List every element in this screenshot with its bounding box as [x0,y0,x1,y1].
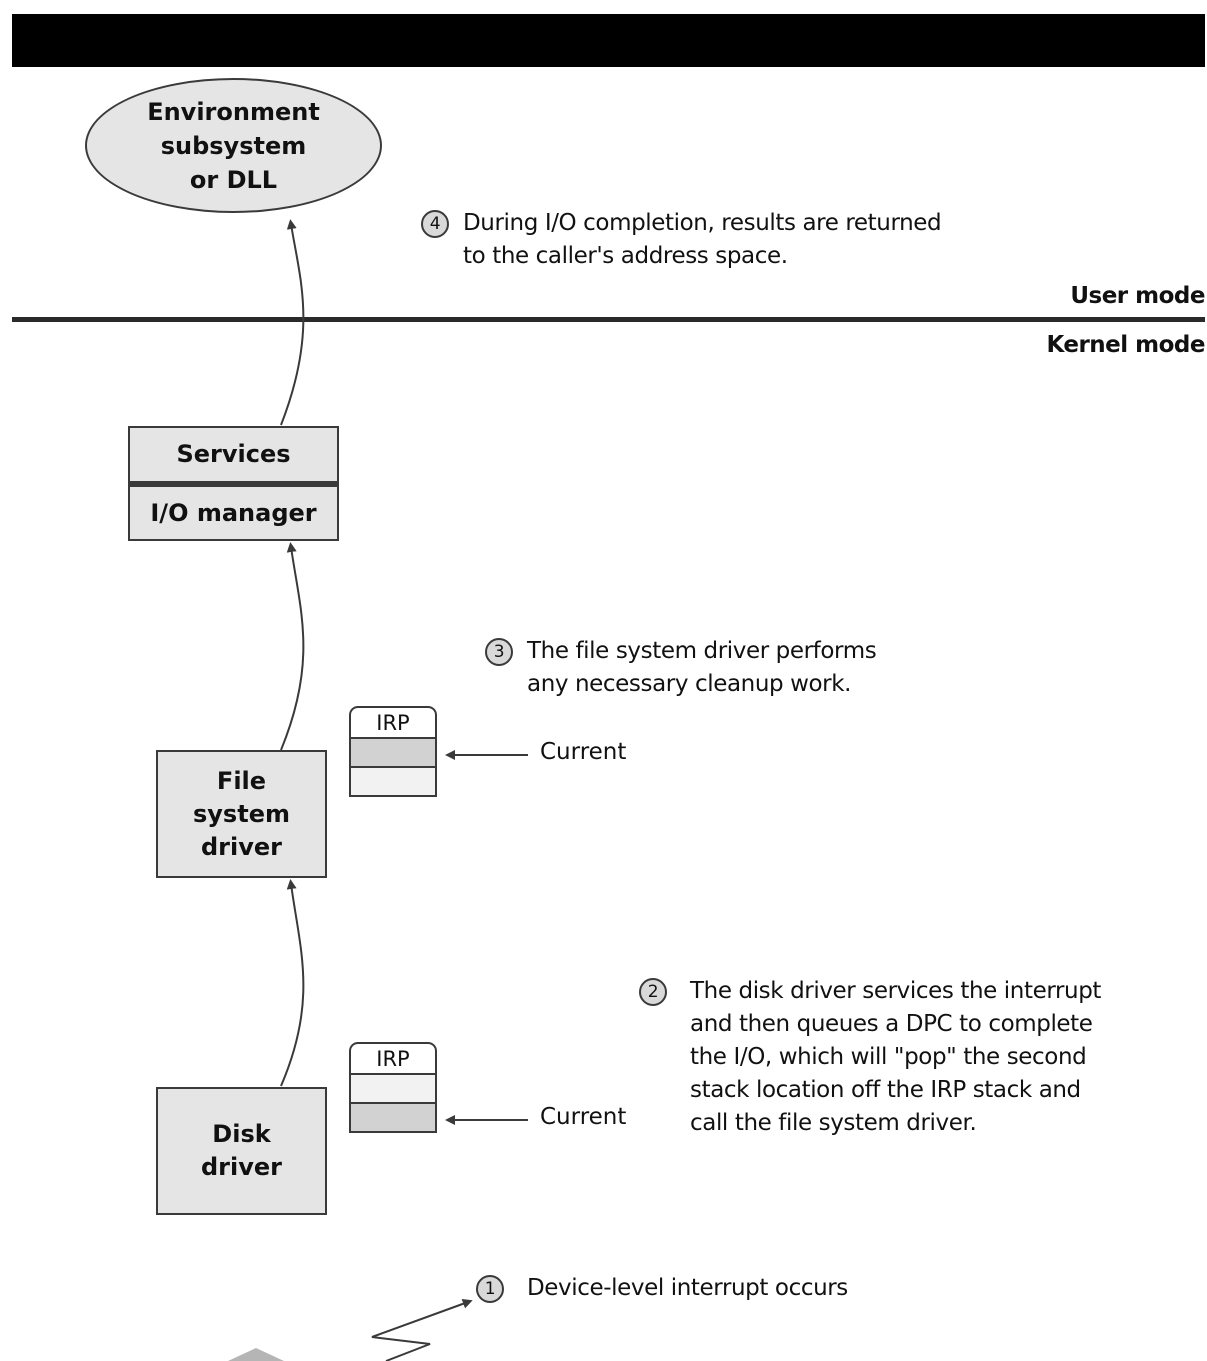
services-node: Services [128,426,339,483]
step-1-text-line: Device-level interrupt occurs [527,1275,848,1301]
step-2-text-line: The disk driver services the interrupt [690,978,1102,1004]
environment-subsystem-label: Environment subsystem or DLL [147,97,320,194]
irp-tab-label: IRP [349,1042,437,1075]
step-4-text-line: to the caller's address space. [463,243,788,269]
user-mode-label: User mode [1070,283,1205,309]
step-3-text-line: any necessary cleanup work. [527,671,852,697]
irp-stack-location-current [349,737,437,768]
top-banner-bar [12,14,1205,67]
mode-divider-line [12,317,1205,322]
irp-stack-location [349,1073,437,1104]
kernel-mode-label: Kernel mode [1046,332,1205,358]
step-2-text-line: the I/O, which will "pop" the second [690,1044,1087,1070]
irp-stack-location-current [349,1102,437,1133]
file-system-driver-node: File system driver [156,750,327,878]
disk-driver-node: Disk driver [156,1087,327,1215]
current-label-file-system: Current [540,739,627,765]
irp-stack-disk: IRP [349,1042,437,1133]
irp-stack-file-system: IRP [349,706,437,797]
step-4-number-badge: 4 [421,210,449,238]
interrupt-lightning-arrow [371,1299,473,1361]
device-shape [228,1348,284,1361]
step-2-number-badge: 2 [639,978,667,1006]
step-4-text-line: During I/O completion, results are retur… [463,210,942,236]
arrow-fs-to-io-manager [280,542,305,751]
arrow-io-to-environment [280,219,305,426]
step-1-number-badge: 1 [476,1275,504,1303]
io-manager-node: I/O manager [128,483,339,541]
environment-subsystem-node: Environment subsystem or DLL [85,78,382,213]
step-2-text-line: stack location off the IRP stack and [690,1077,1081,1103]
step-2-text-line: and then queues a DPC to complete [690,1011,1093,1037]
arrow-disk-to-fs [280,879,305,1087]
irp-tab-label: IRP [349,706,437,739]
irp-stack-location [349,766,437,797]
step-3-number-badge: 3 [485,638,513,666]
step-2-text-line: call the file system driver. [690,1110,977,1136]
step-3-text-line: The file system driver performs [527,638,877,664]
current-label-disk: Current [540,1104,627,1130]
